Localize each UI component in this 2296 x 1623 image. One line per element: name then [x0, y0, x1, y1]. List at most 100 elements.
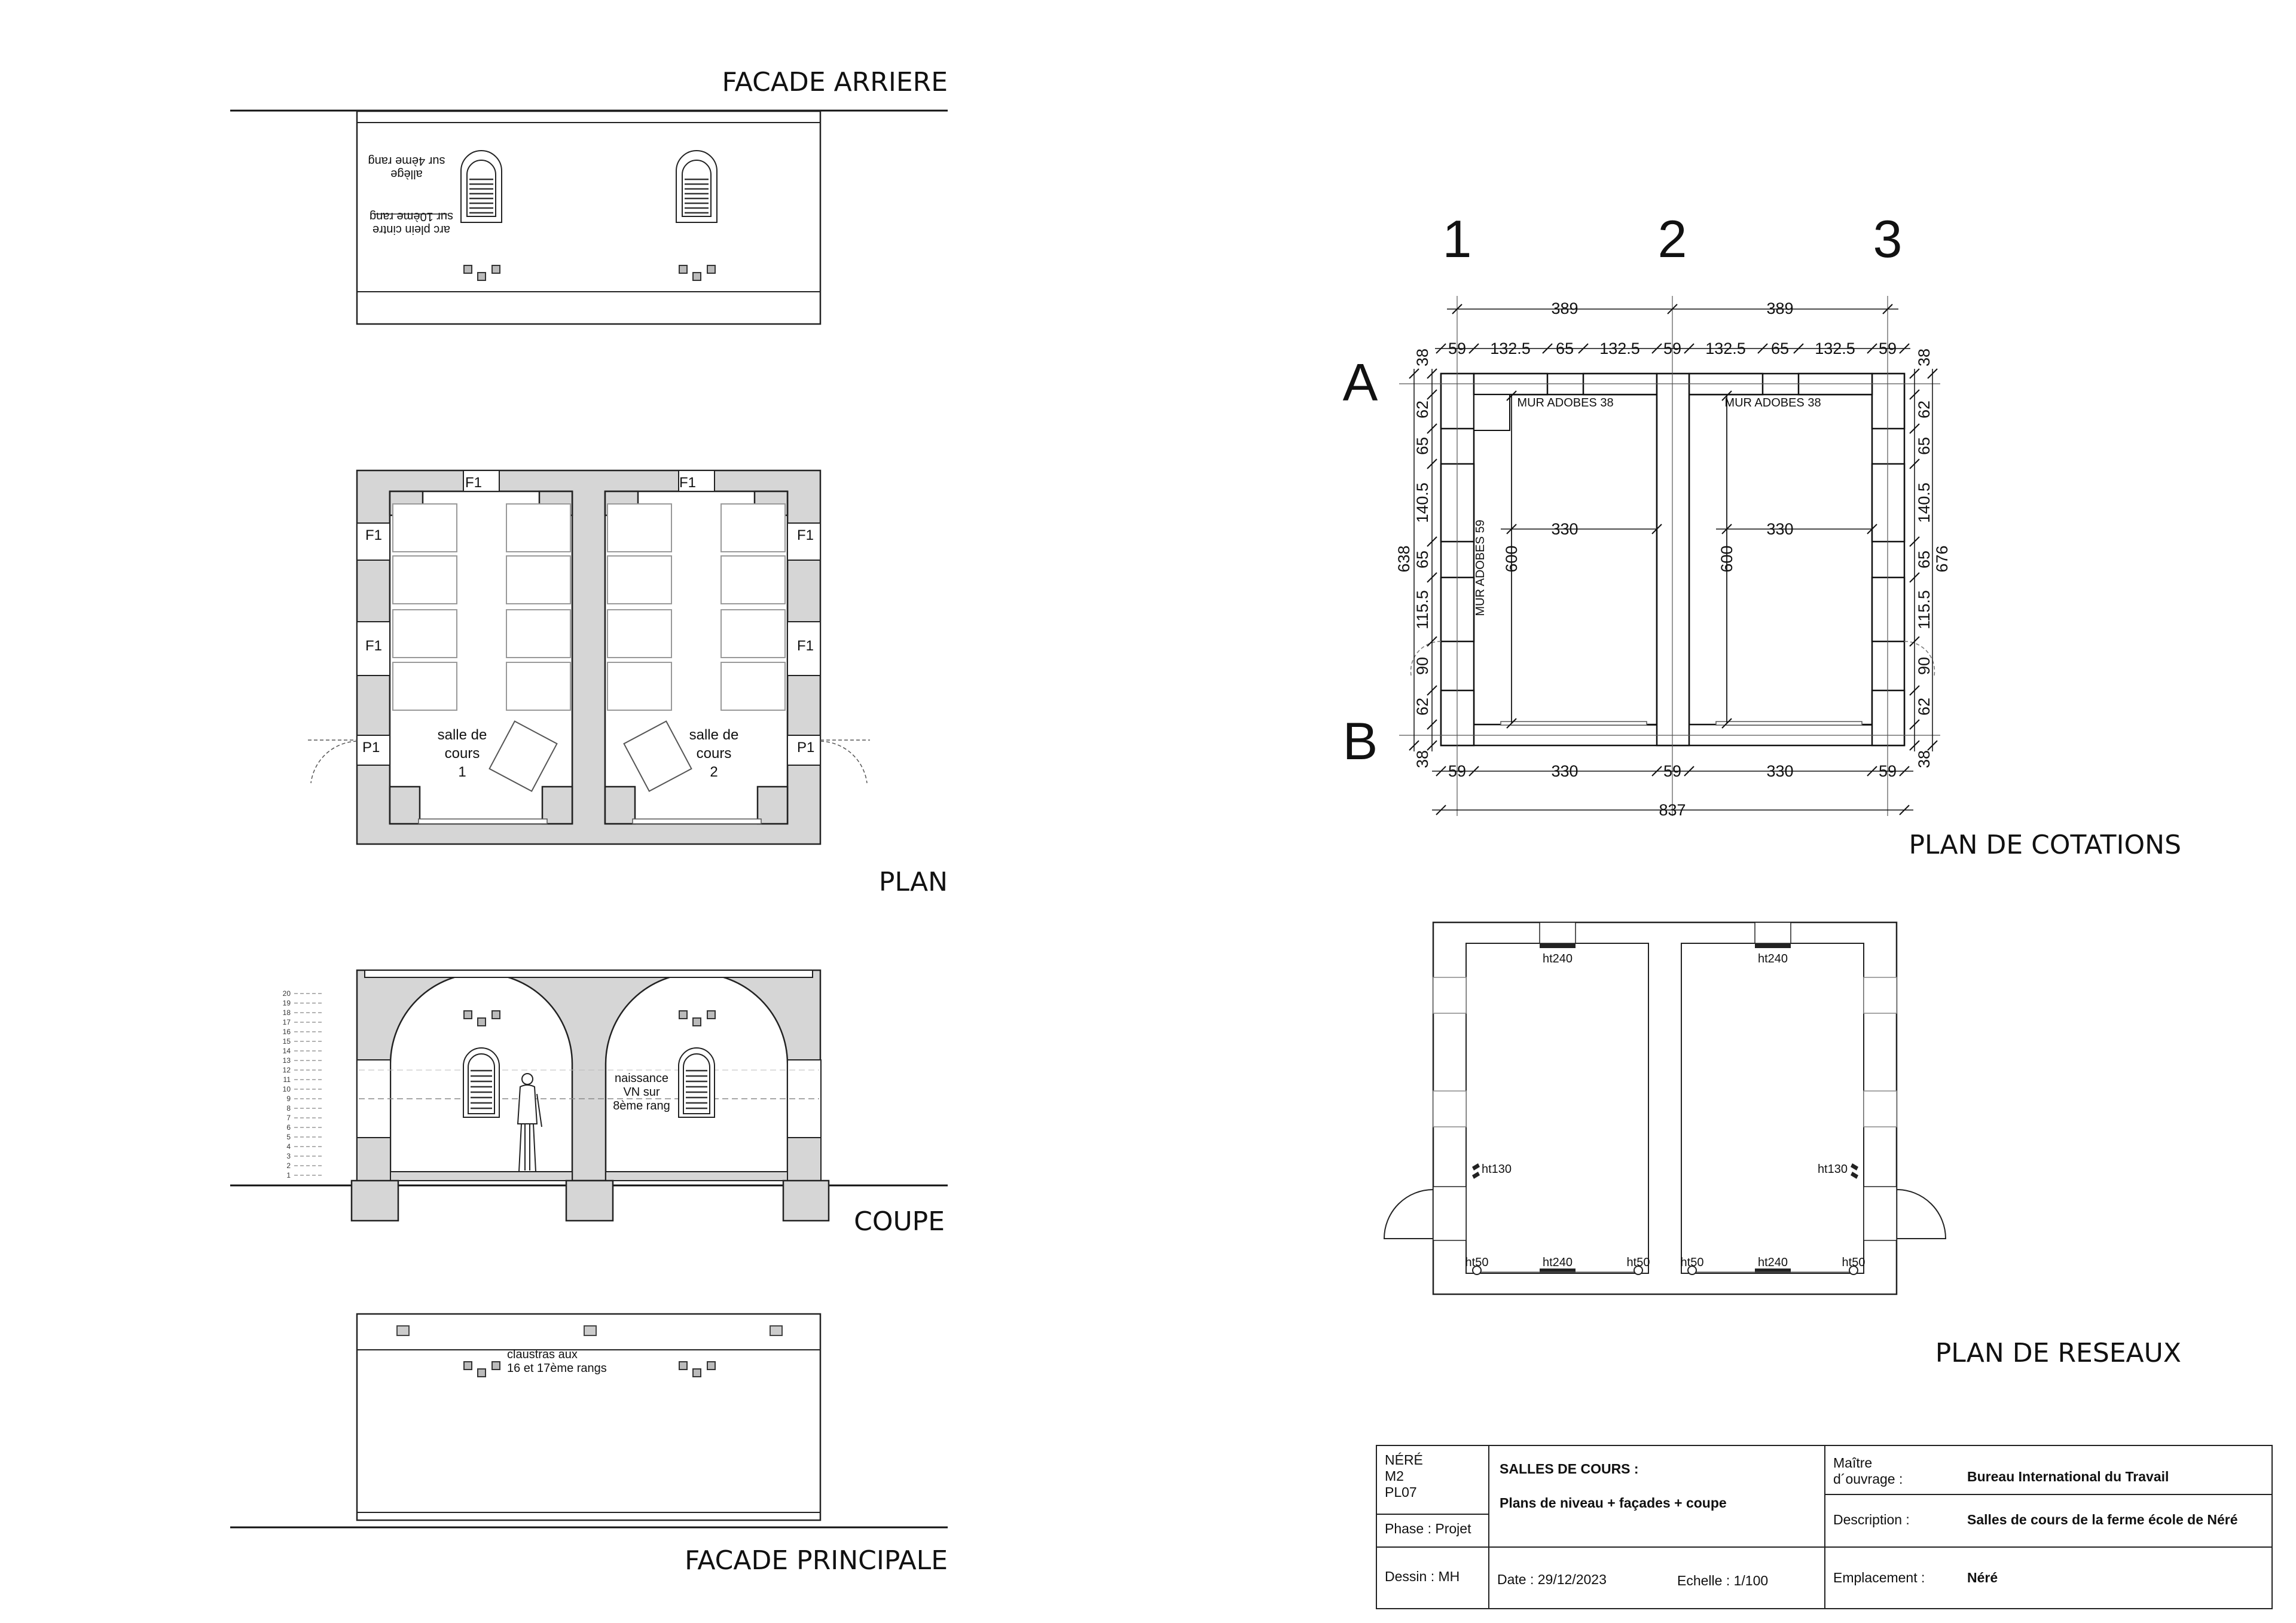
- plan-label-f1-right-2: F1: [797, 638, 814, 654]
- dim-59-b3: 59: [1879, 762, 1897, 780]
- label-mur-38-2: MUR ADOBES 38: [1724, 396, 1821, 409]
- plan-cotations-view: 1 2 3 A B: [1343, 209, 2181, 860]
- tb-heading: SALLES DE COURS :: [1500, 1461, 1639, 1477]
- plan-label-f1-top-2: F1: [679, 475, 696, 491]
- dim-59-b2: 59: [1663, 762, 1681, 780]
- reseaux-ht130-r: ht130: [1818, 1163, 1848, 1176]
- note-arc-2: sur 10ème rang: [370, 210, 453, 223]
- course-number: 18: [283, 1008, 291, 1017]
- dimension-tick: [1409, 740, 1419, 751]
- dimension-tick: [1721, 524, 1732, 534]
- note-arc-1: arc plein cintre: [373, 223, 450, 236]
- course-number: 19: [283, 999, 291, 1007]
- course-number: 17: [283, 1018, 291, 1026]
- dim-389-1: 389: [1551, 299, 1578, 317]
- plan-label-f1-right-1: F1: [797, 527, 814, 543]
- room1-label-3: 1: [458, 764, 466, 780]
- course-number: 1: [286, 1171, 291, 1179]
- dim-38-l1: 38: [1413, 349, 1431, 366]
- dimension-tick: [1651, 766, 1662, 777]
- plan-reseaux-title: PLAN DE RESEAUX: [1935, 1338, 2181, 1368]
- dimension-tick: [1651, 343, 1662, 354]
- dimension-tick: [1909, 423, 1920, 434]
- human-figure-icon: [517, 1073, 542, 1172]
- dim-1325-t3: 132.5: [1705, 340, 1746, 357]
- label-mur-38-1: MUR ADOBES 38: [1517, 396, 1613, 409]
- course-number: 9: [286, 1095, 291, 1103]
- course-number: 14: [283, 1047, 291, 1055]
- reseaux-ht240-t2: ht240: [1758, 952, 1788, 965]
- dim-1325-t2: 132.5: [1599, 340, 1640, 357]
- axis-label-a: A: [1343, 353, 1378, 412]
- dimension-tick: [1721, 390, 1732, 401]
- coupe-note-2: VN sur: [623, 1086, 660, 1099]
- reseaux-ht240-b1: ht240: [1543, 1256, 1573, 1269]
- dimension-tick: [1867, 766, 1877, 777]
- dim-38-r1: 38: [1915, 349, 1933, 366]
- dim-62-l2: 62: [1413, 698, 1431, 716]
- tb-code-3: PL07: [1385, 1484, 1417, 1500]
- note-allege-1: allège: [390, 167, 422, 181]
- dim-1405-l: 140.5: [1413, 482, 1431, 523]
- dim-1325-t1: 132.5: [1490, 340, 1531, 357]
- dimension-tick: [1667, 304, 1678, 314]
- dim-600-1: 600: [1503, 545, 1521, 572]
- coupe-note-1: naissance: [615, 1072, 668, 1085]
- coupe-view: naissance VN sur 8ème rang 2019181716151…: [230, 969, 948, 1237]
- dimension-tick: [1427, 536, 1437, 547]
- dim-330-b2: 330: [1766, 762, 1793, 780]
- dim-90-r: 90: [1915, 657, 1933, 675]
- course-number: 7: [286, 1114, 291, 1122]
- dimension-tick: [1927, 740, 1938, 751]
- dimension-tick: [1927, 368, 1938, 379]
- dim-65-t1: 65: [1556, 340, 1574, 357]
- dim-59-t3: 59: [1879, 340, 1897, 357]
- dim-62-r2: 62: [1915, 698, 1933, 716]
- reseaux-ht50-4: ht50: [1842, 1256, 1866, 1269]
- dim-38-l2: 38: [1413, 750, 1431, 768]
- dim-62-r1: 62: [1915, 401, 1933, 418]
- course-number: 12: [283, 1066, 291, 1074]
- dim-90-l: 90: [1413, 657, 1431, 675]
- dim-38-r2: 38: [1915, 750, 1933, 768]
- dim-600-2: 600: [1718, 545, 1736, 572]
- axis-label-2: 2: [1658, 209, 1687, 268]
- dimension-tick: [1757, 343, 1768, 354]
- plan-view: F1 F1 F1 F1 P1 F1 F1 P1 salle de cours 1…: [308, 469, 948, 897]
- dim-330-i1: 330: [1551, 520, 1578, 538]
- dimension-tick: [1909, 719, 1920, 730]
- dim-638: 638: [1395, 545, 1413, 572]
- tb-maitre-label-2: d´ouvrage :: [1833, 1471, 1903, 1487]
- dimension-tick: [1427, 459, 1437, 469]
- switch-icon-left: [1472, 1163, 1480, 1179]
- dimension-tick: [1899, 805, 1910, 815]
- dimension-tick: [1684, 766, 1694, 777]
- course-number: 2: [286, 1162, 291, 1170]
- tb-code-2: M2: [1385, 1468, 1404, 1484]
- dimension-tick: [1909, 368, 1920, 379]
- plan-label-f1-left-1: F1: [365, 527, 382, 543]
- room1-label-1: salle de: [438, 727, 487, 743]
- facade-principale-title: FACADE PRINCIPALE: [685, 1545, 948, 1576]
- course-number: 4: [286, 1142, 291, 1151]
- axis-label-b: B: [1343, 711, 1378, 771]
- dim-330-i2: 330: [1766, 520, 1793, 538]
- facade-principale-note-2: 16 et 17ème rangs: [507, 1362, 607, 1375]
- dim-389-2: 389: [1766, 299, 1793, 317]
- reseaux-ht50-2: ht50: [1627, 1256, 1650, 1269]
- dimension-tick: [1427, 368, 1437, 379]
- dimension-tick: [1684, 343, 1694, 354]
- dimension-tick: [1542, 343, 1553, 354]
- course-number: 15: [283, 1037, 291, 1046]
- dimension-tick: [1793, 343, 1804, 354]
- dim-1325-t4: 132.5: [1815, 340, 1855, 357]
- dimension-tick: [1427, 685, 1437, 696]
- course-number: 20: [283, 989, 291, 998]
- dim-59-b1: 59: [1448, 762, 1466, 780]
- dimension-tick: [1452, 304, 1463, 314]
- dim-330-b1: 330: [1551, 762, 1578, 780]
- tb-code-1: NÉRÉ: [1385, 1452, 1423, 1468]
- reseaux-ht50-3: ht50: [1681, 1256, 1704, 1269]
- dimension-tick: [1909, 389, 1920, 400]
